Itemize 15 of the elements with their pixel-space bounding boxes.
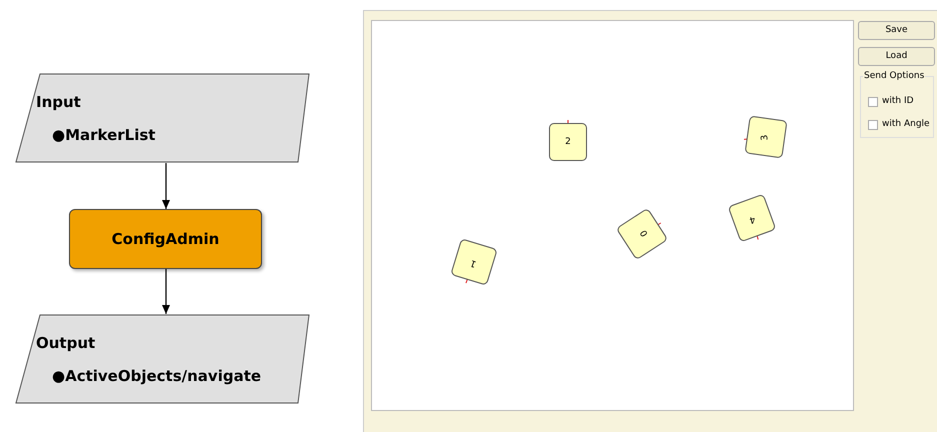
arrow	[162, 163, 170, 209]
data-parallelogram	[15, 314, 310, 404]
save-button: Save	[858, 21, 935, 40]
group-title: Send Options	[863, 70, 926, 82]
checkbox: with ID	[868, 95, 914, 108]
marker-tile: 2	[549, 123, 587, 161]
list-item: ●MarkerList	[52, 124, 156, 146]
checkbox: with Angle	[868, 118, 930, 132]
node-heading: Input	[36, 92, 82, 113]
list-item: ●ActiveObjects/navigate	[52, 366, 262, 386]
process-box: ConfigAdmin	[69, 209, 262, 269]
arrow	[162, 269, 170, 314]
load-button: Load	[858, 47, 935, 66]
data-parallelogram	[15, 73, 310, 163]
node-heading: Output	[36, 333, 96, 354]
